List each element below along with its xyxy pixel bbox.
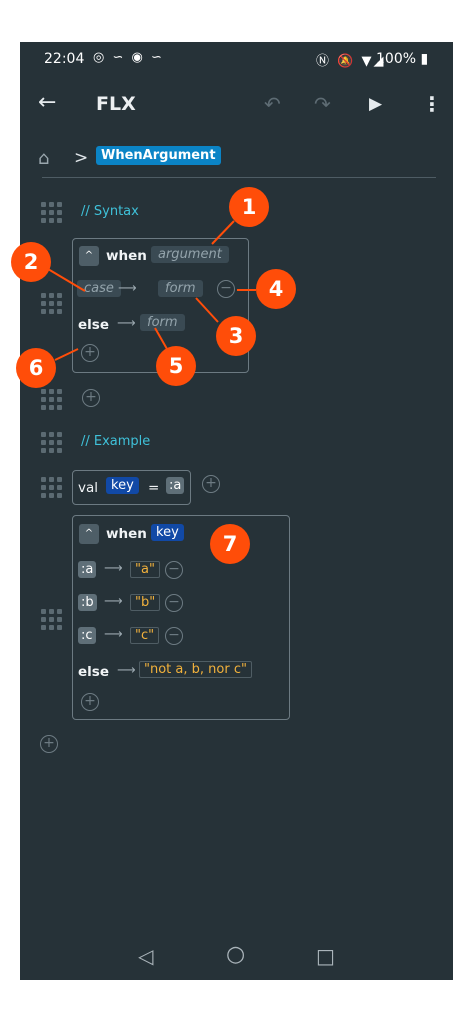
add-case-icon[interactable]: +: [81, 693, 99, 711]
app-bar: ← FLX ↶ ↷ ▶ ⋮: [20, 76, 453, 132]
annotation-badge-3: 3: [216, 316, 256, 356]
back-arrow-icon[interactable]: ←: [38, 90, 57, 115]
drag-handle-icon[interactable]: [41, 389, 63, 411]
annotation-badge-5: 5: [156, 346, 196, 386]
status-time: 22:04: [44, 51, 85, 67]
example-when-block[interactable]: [72, 515, 290, 720]
argument-placeholder[interactable]: argument: [151, 246, 229, 263]
case-symbol[interactable]: :c: [78, 627, 96, 644]
annotation-badge-2: 2: [11, 242, 51, 282]
var-name[interactable]: key: [106, 477, 139, 494]
case-arrow: ⟶: [104, 594, 123, 609]
case-arrow: ⟶: [104, 627, 123, 642]
drag-handle-icon[interactable]: [41, 202, 63, 224]
case-symbol[interactable]: :b: [78, 594, 97, 611]
syntax-comment[interactable]: // Syntax: [81, 204, 139, 219]
nav-recents-icon[interactable]: □: [316, 944, 335, 968]
annotation-badge-4: 4: [256, 269, 296, 309]
annotation-badge-7: 7: [210, 524, 250, 564]
else-result[interactable]: "not a, b, nor c": [139, 661, 252, 678]
add-statement-icon[interactable]: +: [82, 389, 100, 407]
case-placeholder[interactable]: case: [77, 280, 121, 297]
val-value[interactable]: :a: [166, 477, 185, 494]
redo-icon[interactable]: ↷: [314, 92, 331, 116]
nav-back-icon[interactable]: ◁: [138, 944, 154, 968]
status-notification-icons: ◎ ∽ ◉ ∽: [93, 50, 164, 65]
more-options-icon[interactable]: ⋮: [422, 92, 442, 116]
else-arrow: ⟶: [117, 316, 136, 331]
breadcrumb: ⌂ > WhenArgument: [20, 142, 453, 176]
breadcrumb-divider: [42, 177, 436, 178]
when-keyword: when: [106, 248, 147, 264]
system-nav-bar: ◁ ○ □: [20, 936, 453, 980]
else-arrow: ⟶: [117, 663, 136, 678]
else-keyword: else: [78, 317, 109, 333]
status-system-icons: Ⓝ 🔕 ▼◢: [316, 54, 386, 69]
remove-case-icon[interactable]: −: [165, 594, 183, 612]
run-icon[interactable]: ▶: [369, 94, 383, 114]
battery-indicator: 100% ▮: [376, 51, 429, 67]
home-icon[interactable]: ⌂: [38, 148, 50, 169]
annotation-badge-6: 6: [16, 348, 56, 388]
when-keyword: when: [106, 526, 147, 542]
remove-case-icon[interactable]: −: [165, 627, 183, 645]
add-case-icon[interactable]: +: [81, 344, 99, 362]
drag-handle-icon[interactable]: [41, 293, 63, 315]
when-argument[interactable]: key: [151, 524, 184, 541]
drag-handle-icon[interactable]: [41, 477, 63, 499]
form-placeholder[interactable]: form: [158, 280, 203, 297]
collapse-icon[interactable]: ^: [79, 246, 99, 266]
equals-sign: =: [148, 480, 160, 496]
annotation-badge-1: 1: [229, 187, 269, 227]
collapse-icon[interactable]: ^: [79, 524, 99, 544]
remove-case-icon[interactable]: −: [217, 280, 235, 298]
case-result[interactable]: "b": [130, 594, 161, 611]
nav-home-icon[interactable]: ○: [226, 942, 246, 967]
case-arrow: ⟶: [104, 561, 123, 576]
remove-case-icon[interactable]: −: [165, 561, 183, 579]
case-result[interactable]: "c": [130, 627, 160, 644]
undo-icon[interactable]: ↶: [264, 92, 281, 116]
case-result[interactable]: "a": [130, 561, 160, 578]
breadcrumb-separator: >: [74, 148, 89, 168]
example-comment[interactable]: // Example: [81, 434, 151, 449]
drag-handle-icon[interactable]: [41, 609, 63, 631]
case-symbol[interactable]: :a: [78, 561, 97, 578]
val-statement-block[interactable]: [72, 470, 191, 505]
app-title: FLX: [96, 93, 136, 115]
drag-handle-icon[interactable]: [41, 432, 63, 454]
add-statement-icon[interactable]: +: [202, 475, 220, 493]
else-form-placeholder[interactable]: form: [140, 314, 185, 331]
val-keyword: val: [78, 480, 99, 496]
else-keyword: else: [78, 664, 109, 680]
breadcrumb-current[interactable]: WhenArgument: [96, 146, 221, 165]
add-statement-icon[interactable]: +: [40, 735, 58, 753]
case-arrow: ⟶: [118, 281, 137, 296]
status-bar: 22:04 ◎ ∽ ◉ ∽ Ⓝ 🔕 ▼◢ 100% ▮: [20, 42, 453, 76]
